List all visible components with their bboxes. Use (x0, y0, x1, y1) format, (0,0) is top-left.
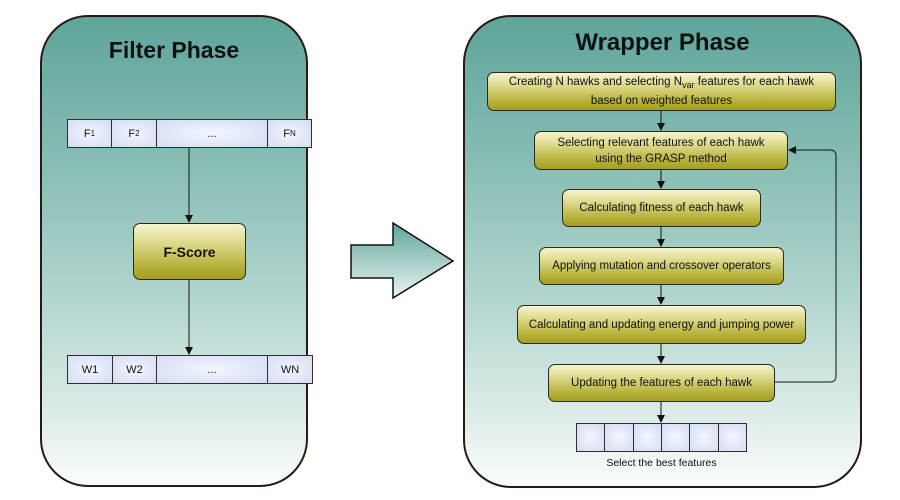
f-score-box: F-Score (133, 223, 246, 280)
weight-cell: W2 (113, 356, 157, 383)
best-feature-cell (718, 424, 746, 451)
step-select-relevant: Selecting relevant features of each hawk… (534, 131, 788, 170)
best-feature-cell (633, 424, 662, 451)
weight-cell: WN (268, 356, 312, 383)
filter-phase-title: Filter Phase (108, 37, 240, 63)
step-mutation-crossover: Applying mutation and crossover operator… (539, 247, 784, 285)
best-feature-cell (605, 424, 634, 451)
best-features-vector (576, 423, 747, 452)
best-features-caption: Select the best features (606, 457, 717, 469)
step-update-features: Updating the features of each hawk (548, 364, 775, 402)
best-feature-cell (661, 424, 691, 451)
weight-cell: W1 (68, 356, 113, 383)
step-calculate-fitness: Calculating fitness of each hawk (562, 189, 761, 227)
step-update-energy: Calculating and updating energy and jump… (517, 305, 806, 344)
best-feature-cell (690, 424, 719, 451)
phase-transition-arrow-icon (350, 221, 455, 300)
step-create-hawks: Creating N hawks and selecting Nvar feat… (487, 72, 836, 111)
weight-cell-ellipsis: ... (157, 356, 268, 383)
feature-cell-ellipsis: ... (157, 120, 268, 147)
weight-vector: W1 W2 ... WN (67, 355, 313, 384)
wrapper-phase-title: Wrapper Phase (575, 29, 750, 56)
best-feature-cell (577, 424, 606, 451)
